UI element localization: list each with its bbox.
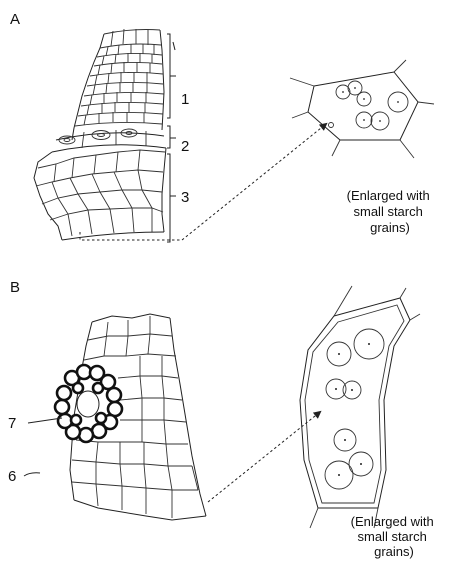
panel-a-label: A — [10, 11, 20, 28]
callout-label-6: 6 — [8, 468, 16, 485]
callout-line-6 — [24, 473, 40, 476]
zone-3-cells — [34, 148, 166, 240]
caption-a-line-3: grains) — [370, 220, 410, 235]
enlarged-cell-a — [290, 60, 434, 158]
zone-label-2: 2 — [181, 138, 189, 155]
tissue-strip-a — [34, 29, 166, 240]
panel-a: A — [10, 11, 434, 242]
caption-a-line-1: (Enlarged with — [347, 188, 430, 203]
caption-b-line-2: small starch — [358, 529, 427, 544]
zone-2-cells — [52, 129, 166, 152]
vascular-bundle — [55, 365, 122, 442]
zone-brackets — [167, 34, 176, 242]
tissue-strip-b — [55, 314, 206, 520]
zone-label-1: 1 — [181, 91, 189, 108]
panel-b: B — [8, 279, 437, 559]
caption-a-line-2: small starch — [354, 204, 423, 219]
caption-b-line-3: grains) — [374, 544, 414, 559]
enlarged-cell-b — [300, 286, 420, 528]
callout-label-7: 7 — [8, 415, 16, 432]
caption-a: (Enlarged with small starch grains) — [347, 188, 434, 235]
caption-b-line-1: (Enlarged with — [351, 514, 434, 529]
panel-b-label: B — [10, 279, 20, 296]
zone-label-3: 3 — [181, 189, 189, 206]
pointer-line-a — [80, 124, 326, 240]
caption-b: (Enlarged with small starch grains) — [351, 514, 438, 559]
pointer-line-b — [208, 412, 320, 502]
